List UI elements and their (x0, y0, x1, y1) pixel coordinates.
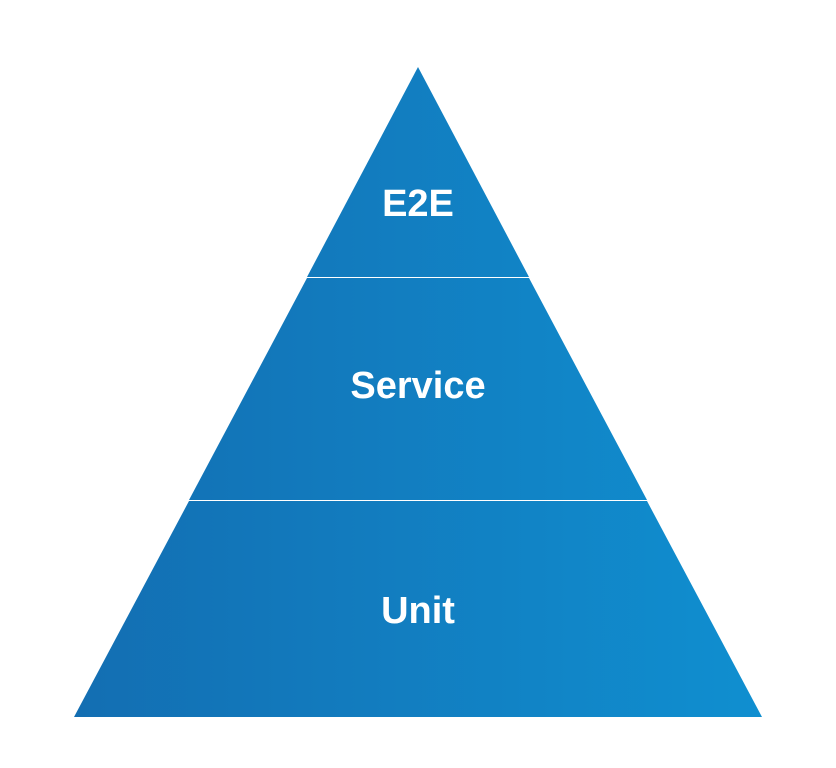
tier-label-service: Service (350, 365, 485, 407)
tier-label-e2e: E2E (382, 183, 454, 225)
pyramid-tier-service (189, 278, 647, 500)
pyramid-tier-e2e (307, 67, 529, 277)
tier-label-unit: Unit (381, 590, 455, 632)
pyramid-tier-unit (74, 501, 762, 717)
